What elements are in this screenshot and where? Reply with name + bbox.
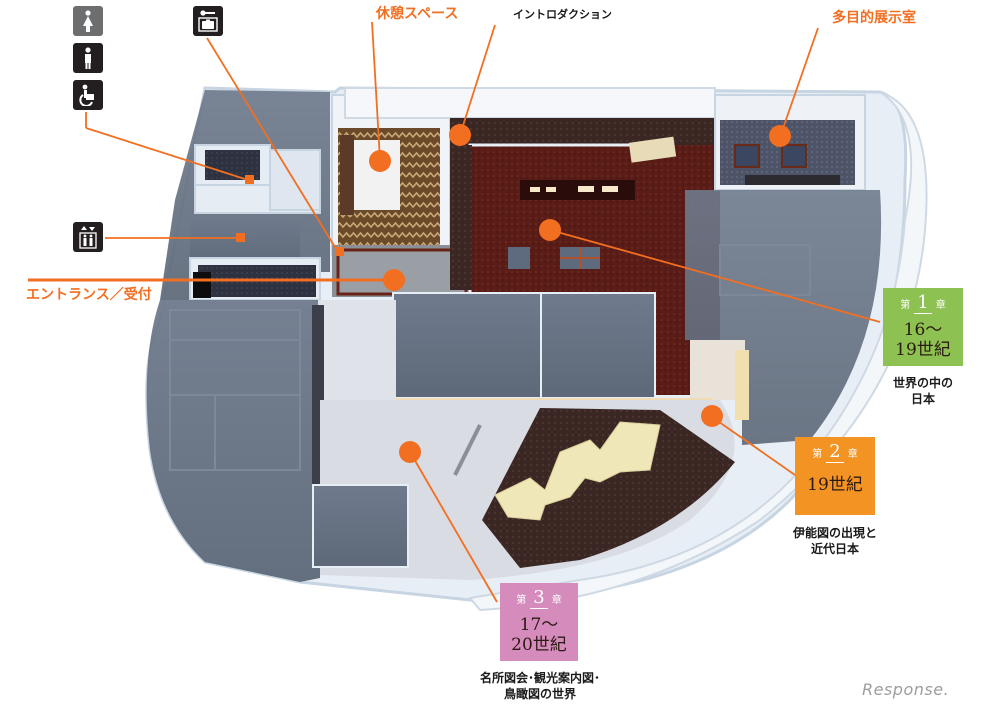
response-watermark-logo: Response. (862, 680, 950, 699)
introduction-label: イントロダクション (513, 8, 612, 21)
rest-space-label: 休憩スペース (376, 6, 459, 22)
multipurpose-room-label: 多目的展示室 (832, 10, 916, 26)
accessible-restroom-icon (73, 80, 103, 110)
chapter-1-era: 16〜19世紀 (895, 319, 951, 361)
elevator-icon (73, 222, 103, 252)
chapter-3-era: 17〜20世紀 (511, 614, 567, 656)
chapter-2-era: 19世紀 (807, 474, 863, 495)
entrance-label: エントランス／受付 (26, 287, 152, 303)
womens-restroom-icon (73, 6, 103, 36)
chapter-3-title: 名所図会･観光案内図･鳥瞰図の世界 (479, 671, 600, 702)
mens-restroom-icon (73, 43, 103, 73)
chapter-1-title: 世界の中の日本 (892, 376, 953, 407)
coin-locker-icon (193, 6, 223, 36)
chapter-2-title: 伊能図の出現と近代日本 (792, 526, 877, 557)
